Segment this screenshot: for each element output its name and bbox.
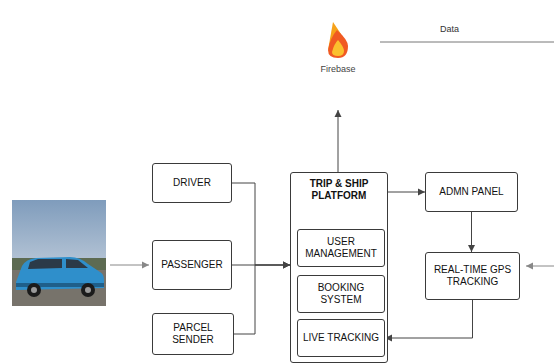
admin-box: ADMN PANEL (425, 172, 518, 212)
flow-arrow (232, 183, 290, 265)
firebase-logo (328, 22, 348, 58)
platform-box: TRIP & SHIP PLATFORM USER MANAGEMENT BOOKI… (290, 172, 388, 363)
data-line (380, 42, 554, 43)
node-text: USER MANAGEMENT (298, 236, 384, 260)
input-arrow (526, 266, 554, 267)
flow-arrow (234, 265, 290, 334)
node-text: PARCEL SENDER (153, 322, 233, 346)
actor-box: PASSENGER (152, 240, 232, 290)
module-box: USER MANAGEMENT (297, 229, 385, 267)
flow-arrow (471, 212, 472, 252)
node-text: TRIP & SHIP PLATFORM (291, 173, 387, 202)
node-text: LIVE TRACKING (299, 332, 383, 344)
actor-box: DRIVER (152, 163, 232, 203)
note-label: Data (440, 24, 459, 34)
flow-arrow (338, 110, 339, 172)
node-text: REAL-TIME GPS TRACKING (426, 264, 519, 288)
node-text: ADMN PANEL (435, 186, 507, 198)
node-text: Firebase (320, 64, 355, 75)
node-text: PASSENGER (157, 259, 227, 271)
car-photo (12, 200, 106, 306)
firebase-node: Firebase (315, 14, 361, 110)
flow-arrow (388, 192, 425, 193)
node-text: BOOKING SYSTEM (298, 282, 384, 306)
node-text: DRIVER (169, 177, 215, 189)
module-box: LIVE TRACKING (297, 319, 385, 357)
module-box: BOOKING SYSTEM (297, 275, 385, 313)
gps-box: REAL-TIME GPS TRACKING (425, 252, 520, 300)
actor-box: PARCEL SENDER (152, 313, 234, 355)
flow-arrow (385, 300, 473, 338)
input-arrow (110, 265, 149, 266)
